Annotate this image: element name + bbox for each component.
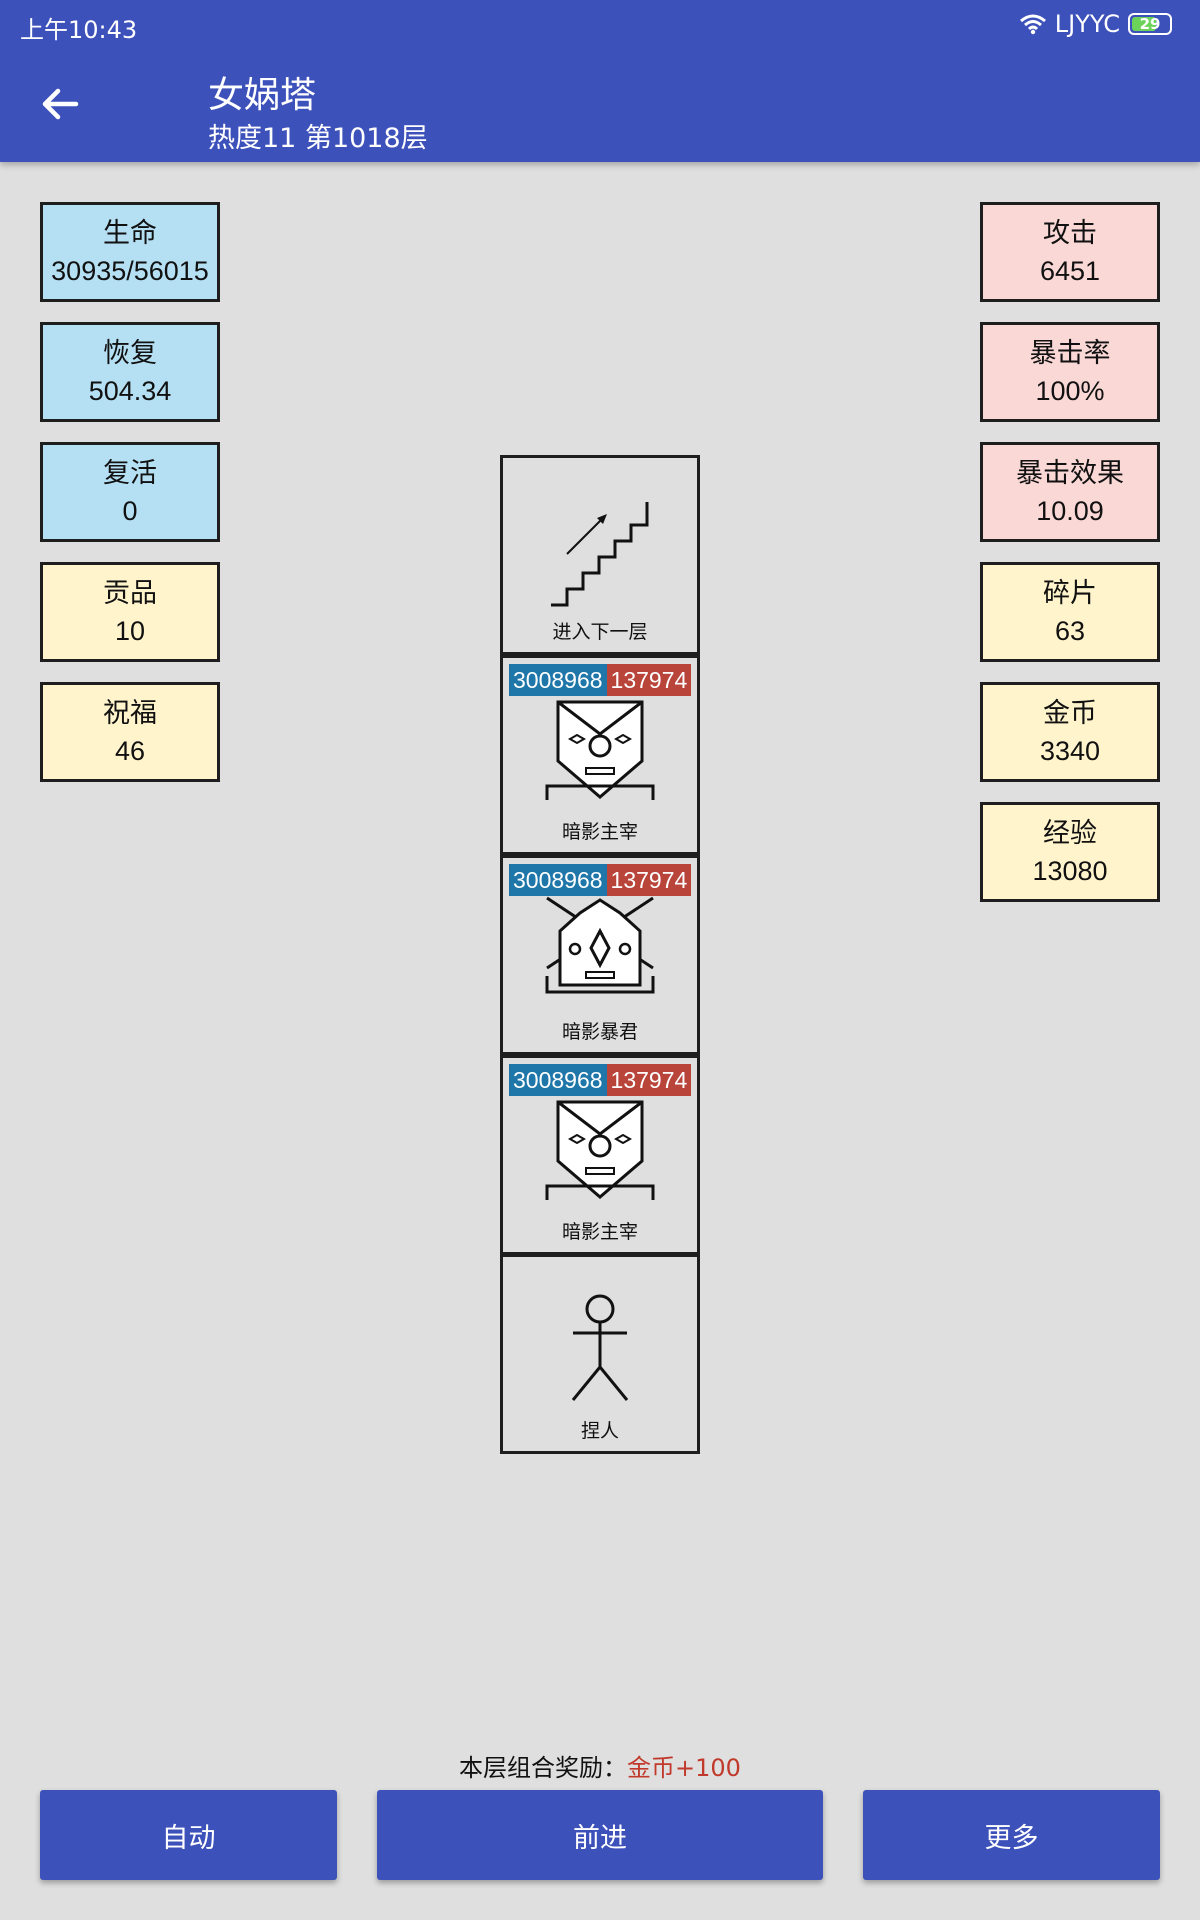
stat-label: 经验 (1043, 818, 1097, 848)
reward-value: 金币+100 (627, 1754, 741, 1782)
stat-value: 10.09 (1036, 496, 1104, 526)
stat-label: 暴击效果 (1016, 458, 1124, 488)
stat-value: 6451 (1039, 256, 1101, 286)
tower-cell-stairs[interactable]: 进入下一层 (500, 455, 700, 655)
stat-label: 恢复 (103, 338, 157, 368)
shadow-ruler-icon (545, 700, 655, 800)
enemy-attack: 137974 (606, 1064, 692, 1096)
carrier-label: LJYYC (1054, 10, 1120, 38)
stat-label: 贡品 (103, 578, 157, 608)
stat-value: 46 (114, 736, 146, 766)
stat-value: 0 (122, 496, 138, 526)
stat-blessing: 祝福 46 (40, 682, 220, 782)
enemy-attack: 137974 (606, 864, 692, 896)
stat-attack: 攻击 6451 (980, 202, 1160, 302)
enemy-stats-bar: 3008968 137974 (509, 1064, 692, 1096)
stat-value: 13080 (1032, 856, 1108, 886)
stat-tribute: 贡品 10 (40, 562, 220, 662)
tower-cell-enemy[interactable]: 3008968 137974 暗影主宰 (500, 655, 700, 855)
tower-cell-enemy[interactable]: 3008968 137974 暗影主宰 (500, 1055, 700, 1255)
stat-label: 金币 (1043, 698, 1097, 728)
shadow-tyrant-icon (545, 896, 655, 994)
forward-button[interactable]: 前进 (377, 1790, 823, 1880)
stairs-icon (551, 502, 649, 607)
stat-gold: 金币 3340 (980, 682, 1160, 782)
enemy-hp: 3008968 (509, 1064, 607, 1096)
stat-label: 祝福 (103, 698, 157, 728)
enemy-hp: 3008968 (509, 664, 607, 696)
app-bar: 上午10:43 LJYYC 29 女娲塔 热度11 第1018层 (0, 0, 1200, 162)
enemy-attack: 137974 (606, 664, 692, 696)
status-time: 上午10:43 (20, 16, 138, 44)
stat-label: 复活 (103, 458, 157, 488)
battery-icon: 29 (1128, 13, 1172, 35)
stairs-label: 进入下一层 (552, 621, 648, 643)
wifi-icon (1019, 14, 1046, 35)
stick-figure-icon (571, 1294, 629, 1401)
player-label: 捏人 (580, 1420, 619, 1442)
stat-label: 暴击率 (1029, 338, 1111, 368)
stat-label: 攻击 (1043, 218, 1097, 248)
enemy-stats-bar: 3008968 137974 (509, 664, 692, 696)
more-button[interactable]: 更多 (863, 1790, 1160, 1880)
stat-crit-effect: 暴击效果 10.09 (980, 442, 1160, 542)
stat-revive: 复活 0 (40, 442, 220, 542)
stat-fragments: 碎片 63 (980, 562, 1160, 662)
enemy-hp: 3008968 (509, 864, 607, 896)
stat-life: 生命 30935/56015 (40, 202, 220, 302)
auto-button[interactable]: 自动 (40, 1790, 337, 1880)
tower-cell-enemy[interactable]: 3008968 137974 暗影暴君 (500, 855, 700, 1055)
stat-experience: 经验 13080 (980, 802, 1160, 902)
stat-recovery: 恢复 504.34 (40, 322, 220, 422)
stat-value: 100% (1035, 376, 1105, 406)
stat-value: 63 (1054, 616, 1086, 646)
back-arrow-icon[interactable] (40, 84, 80, 124)
floor-reward: 本层组合奖励：金币+100 (0, 1748, 1200, 1783)
enemy-name: 暗影主宰 (561, 821, 638, 843)
status-right: LJYYC 29 (1019, 10, 1172, 38)
page-subtitle: 热度11 第1018层 (208, 123, 428, 154)
shadow-ruler-icon (545, 1100, 655, 1200)
reward-prefix: 本层组合奖励： (459, 1754, 628, 1782)
stat-value: 3340 (1039, 736, 1101, 766)
stat-crit-rate: 暴击率 100% (980, 322, 1160, 422)
stat-label: 生命 (103, 218, 157, 248)
status-bar: 上午10:43 LJYYC 29 (0, 0, 1200, 52)
enemy-name: 暗影主宰 (561, 1221, 638, 1243)
stat-value: 504.34 (88, 376, 172, 406)
enemy-stats-bar: 3008968 137974 (509, 864, 692, 896)
stat-label: 碎片 (1043, 578, 1097, 608)
enemy-name: 暗影暴君 (561, 1021, 638, 1043)
tower-cell-player[interactable]: 捏人 (500, 1254, 700, 1454)
stat-value: 10 (114, 616, 146, 646)
page-title: 女娲塔 (208, 75, 317, 116)
battery-level: 29 (1139, 15, 1161, 33)
stat-value: 30935/56015 (51, 256, 209, 286)
